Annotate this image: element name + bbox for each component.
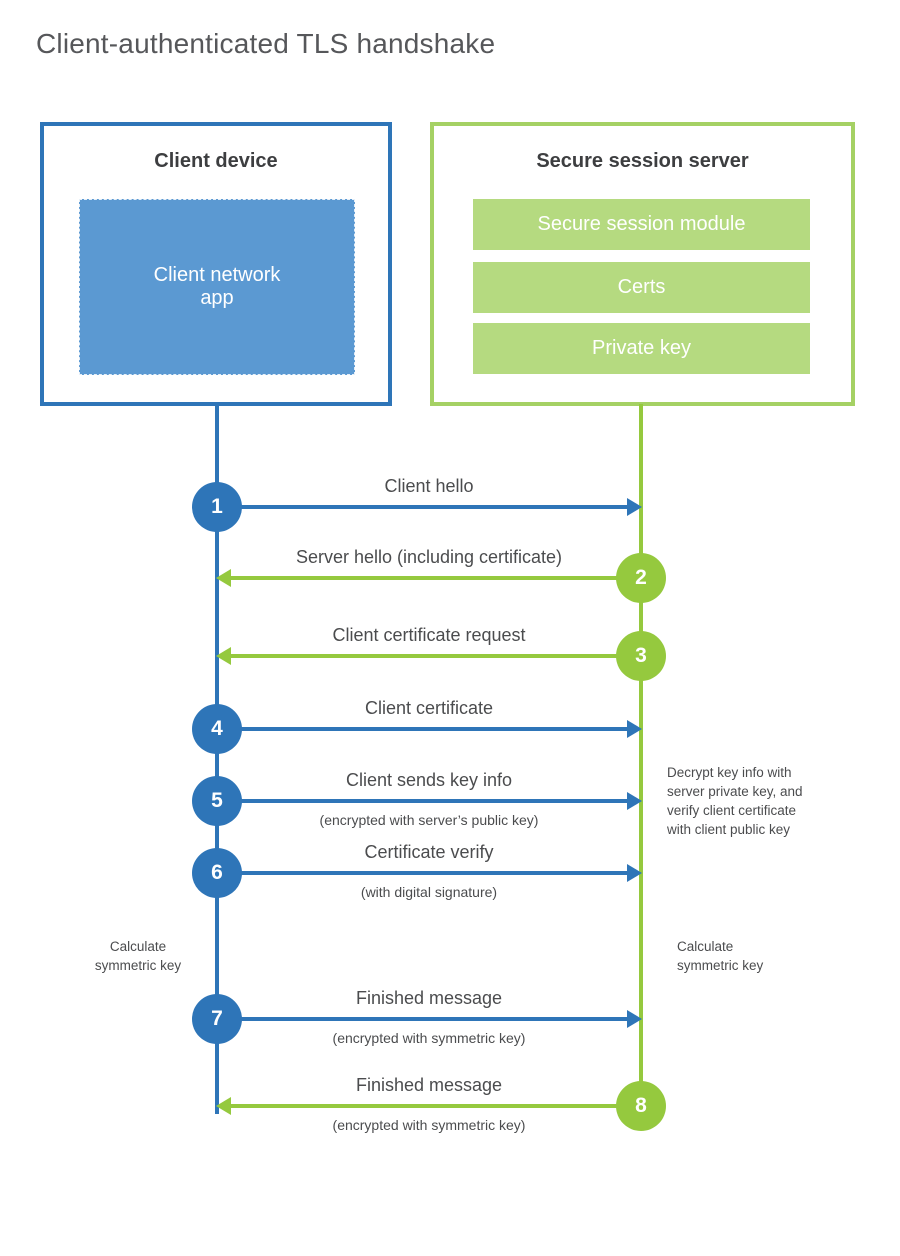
arrow-right-icon <box>217 498 642 516</box>
message-sublabel: (encrypted with server’s public key) <box>319 812 539 828</box>
message-label: Certificate verify <box>364 842 494 862</box>
secure-session-server-box: Secure session server Secure session mod… <box>430 122 855 406</box>
step-number-badge: 6 <box>192 848 242 898</box>
step-number-badge: 8 <box>616 1081 666 1131</box>
server-module-secure-session-module: Secure session module <box>473 199 810 250</box>
step-number-badge: 2 <box>616 553 666 603</box>
arrow-left-icon <box>216 569 641 587</box>
step-number-badge: 7 <box>192 994 242 1044</box>
arrow-right-icon <box>217 864 642 882</box>
step-number-badge: 1 <box>192 482 242 532</box>
message-sublabel: (encrypted with symmetric key) <box>332 1030 526 1046</box>
arrow-right-icon <box>217 792 642 810</box>
page-title: Client-authenticated TLS handshake <box>36 28 496 59</box>
calculate-symmetric-key-note-client: Calculate symmetric key <box>94 939 182 974</box>
message-sublabel: (with digital signature) <box>360 884 498 900</box>
message-label: Server hello (including certificate) <box>295 547 563 567</box>
step-number-badge: 3 <box>616 631 666 681</box>
message-label: Finished message <box>355 988 503 1008</box>
step-number-badge: 5 <box>192 776 242 826</box>
message-label: Client certificate request <box>332 625 526 645</box>
calculate-symmetric-key-note-server: Calculate symmetric key <box>677 939 764 974</box>
decrypt-key-note: Decrypt key info with server private key… <box>667 765 803 838</box>
server-module-private-key: Private key <box>473 323 810 374</box>
message-sublabel: (encrypted with symmetric key) <box>332 1117 526 1133</box>
message-label: Client sends key info <box>345 770 513 790</box>
message-label: Finished message <box>355 1075 503 1095</box>
secure-session-server-title: Secure session server <box>536 150 749 172</box>
server-module-certs: Certs <box>473 262 810 313</box>
arrow-right-icon <box>217 1010 642 1028</box>
arrow-left-icon <box>216 1097 641 1115</box>
message-label: Client certificate <box>364 698 494 718</box>
server-lifeline <box>639 404 643 1108</box>
arrow-right-icon <box>217 720 642 738</box>
arrow-left-icon <box>216 647 641 665</box>
client-device-title: Client device <box>154 150 278 172</box>
client-device-box: Client device Client network app <box>40 122 392 406</box>
step-number-badge: 4 <box>192 704 242 754</box>
client-network-app-box: Client network app <box>79 199 355 375</box>
client-lifeline <box>215 404 219 1114</box>
message-label: Client hello <box>384 476 474 496</box>
